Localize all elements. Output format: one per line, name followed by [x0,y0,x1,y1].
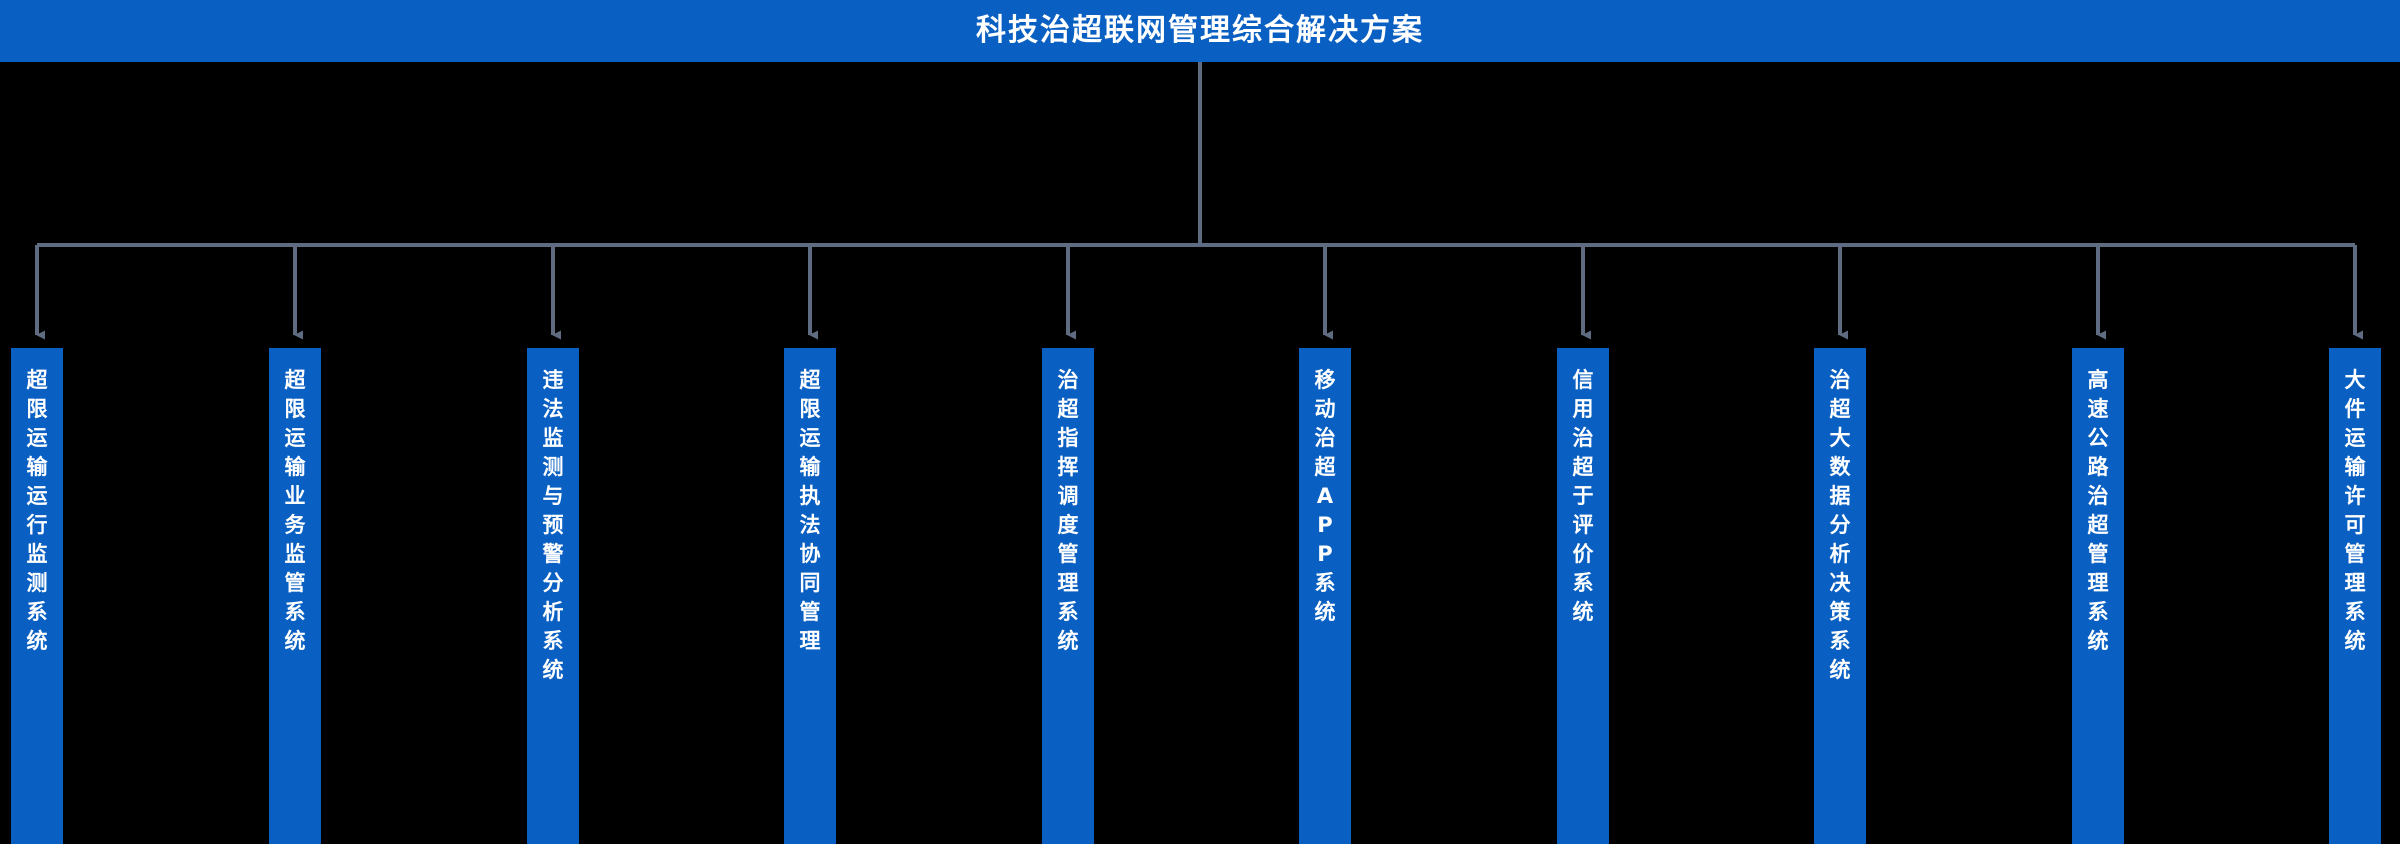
page-title-bar: 科技治超联网管理综合解决方案 [0,0,2400,62]
node-label-9: 高速公路治超管理系统 [2087,368,2109,653]
node-label-1: 超限运输运行监测系统 [26,368,48,653]
node-box-1[interactable]: 超限运输运行监测系统 [11,348,63,844]
node-box-2[interactable]: 超限运输业务监管系统 [269,348,321,844]
node-label-3: 违法监测与预警分析系统 [542,368,564,682]
node-label-7: 信用治超于评价系统 [1572,368,1594,624]
node-label-4: 超限运输执法协同管理 [799,368,821,653]
node-box-8[interactable]: 治超大数据分析决策系统 [1814,348,1866,844]
page-title: 科技治超联网管理综合解决方案 [976,13,1424,48]
node-box-7[interactable]: 信用治超于评价系统 [1557,348,1609,844]
node-box-10[interactable]: 大件运输许可管理系统 [2329,348,2381,844]
node-label-8: 治超大数据分析决策系统 [1829,368,1851,682]
node-label-5: 治超指挥调度管理系统 [1057,368,1079,653]
node-label-2: 超限运输业务监管系统 [284,368,306,653]
node-box-9[interactable]: 高速公路治超管理系统 [2072,348,2124,844]
node-box-3[interactable]: 违法监测与预警分析系统 [527,348,579,844]
node-box-5[interactable]: 治超指挥调度管理系统 [1042,348,1094,844]
node-box-4[interactable]: 超限运输执法协同管理 [784,348,836,844]
node-label-10: 大件运输许可管理系统 [2344,368,2366,653]
